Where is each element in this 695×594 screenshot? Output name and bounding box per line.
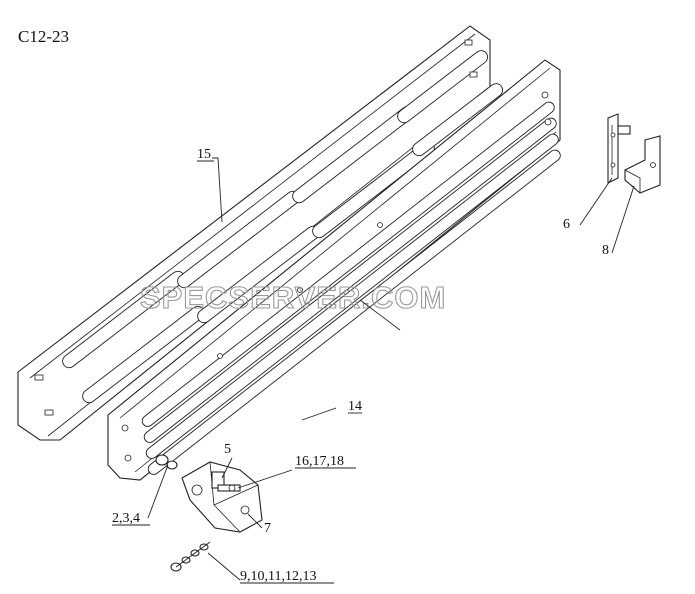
label-9-to-13: 9,10,11,12,13 [240,569,316,584]
label-6: 6 [563,217,570,232]
rear-panel-slots [62,50,504,404]
label-7: 7 [264,521,271,536]
label-5: 5 [224,442,231,457]
bracket-part-6 [607,113,631,184]
watermark-text: SPECSERVER.COM [140,280,446,315]
label-8: 8 [602,243,609,258]
diagram-title: C12-23 [18,27,69,46]
label-16-17-18: 16,17,18 [295,454,344,469]
label-15: 15 [197,147,211,162]
leader-lines [147,157,635,581]
rear-grille-panel [17,25,504,441]
hardware-bolts [155,454,241,572]
front-panel-slots [141,101,561,475]
label-2-3-4: 2,3,4 [112,511,140,526]
bracket-part-8 [624,135,661,194]
front-grille-panel [107,59,561,481]
bracket-part-7 [181,461,263,533]
label-14: 14 [348,399,362,414]
